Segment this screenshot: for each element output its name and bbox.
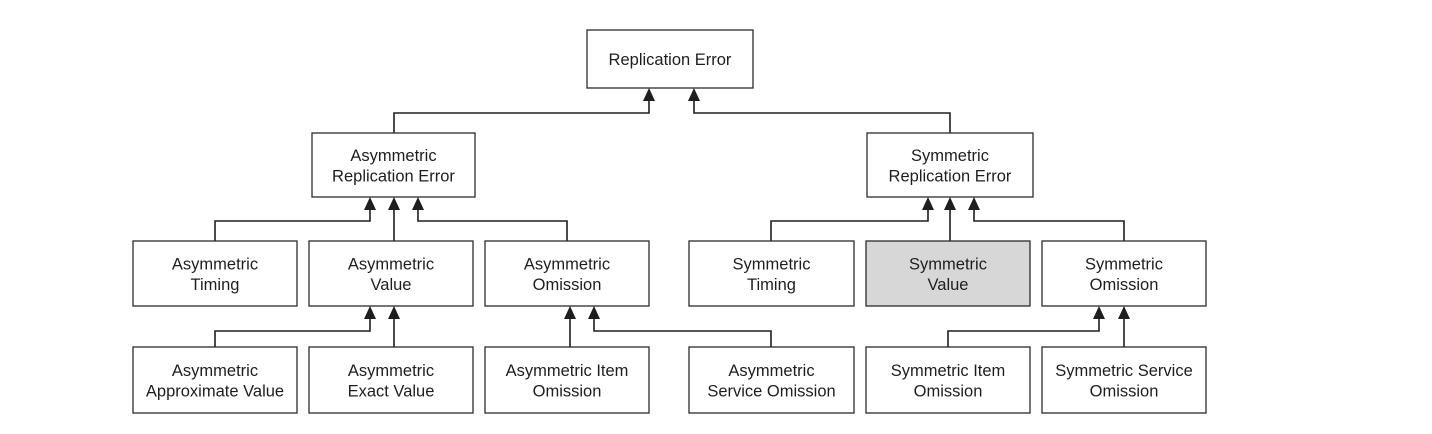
node-label-line: Symmetric Service [1055,362,1193,380]
arrowhead-icon [364,306,376,319]
arrowhead-icon [364,197,376,210]
node-label-line: Approximate Value [146,382,284,400]
node-box [308,240,474,307]
node-label-line: Omission [914,382,983,400]
node-label-line: Replication Error [609,51,732,69]
edge-line [214,319,371,347]
node-label-line: Asymmetric [172,255,258,273]
node-box [132,240,298,307]
edge-line [593,319,772,347]
arrowhead-icon [588,306,600,319]
node-label-line: Asymmetric [348,362,434,380]
node-label-line: Symmetric [909,255,987,273]
edge-asymmetric-omission-to-asymmetric-replication-error [412,197,568,241]
edge-line [417,210,568,241]
node-box [1041,346,1207,414]
edge-symmetric-omission-to-symmetric-replication-error [968,197,1125,241]
edge-asymmetric-item-omission-to-asymmetric-omission [564,306,576,347]
edge-line [947,319,1100,347]
node-box [484,346,650,414]
edge-line [973,210,1125,241]
node-box [688,346,855,414]
arrowhead-icon [1118,306,1130,319]
node-box [311,132,476,198]
node-label-line: Omission [533,276,602,294]
node-label-line: Symmetric [1085,255,1163,273]
arrowhead-icon [968,197,980,210]
node-box [484,240,650,307]
arrowhead-icon [388,197,400,210]
node-label-line: Asymmetric [172,362,258,380]
node-label-line: Service Omission [707,382,835,400]
arrowhead-icon [564,306,576,319]
node-label-line: Symmetric [911,147,989,165]
node-box [308,346,474,414]
edge-line [393,101,650,133]
edge-line [770,210,929,241]
edge-asymmetric-exact-value-to-asymmetric-value [388,306,400,347]
arrowhead-icon [1093,306,1105,319]
node-label-line: Timing [191,276,240,294]
arrowhead-icon [922,197,934,210]
edge-asymmetric-approximate-value-to-asymmetric-value [214,306,376,347]
edge-symmetric-timing-to-symmetric-replication-error [770,197,934,241]
arrowhead-icon [412,197,424,210]
edges-layer [214,88,1130,347]
node-box [132,346,298,414]
edge-asymmetric-timing-to-asymmetric-replication-error [214,197,376,241]
edge-symmetric-value-to-symmetric-replication-error [944,197,956,241]
edge-symmetric-service-omission-to-symmetric-omission [1118,306,1130,347]
node-label-line: Asymmetric [350,147,436,165]
node-label-line: Symmetric [733,255,811,273]
node-label-line: Omission [1090,276,1159,294]
node-label-line: Symmetric Item [891,362,1006,380]
edge-asymmetric-service-omission-to-asymmetric-omission [588,306,772,347]
node-label-line: Exact Value [348,382,435,400]
edge-line [693,101,951,133]
node-box [1041,240,1207,307]
node-box [866,132,1034,198]
node-box [865,346,1031,414]
node-label-line: Asymmetric [728,362,814,380]
node-label-line: Value [371,276,412,294]
node-box [586,29,754,89]
node-label-line: Replication Error [332,167,455,185]
node-replication-error: Replication Error [586,29,754,89]
node-label-line: Value [928,276,969,294]
arrowhead-icon [388,306,400,319]
edge-asymmetric-replication-error-to-replication-error [393,88,655,133]
arrowhead-icon [643,88,655,101]
node-box [688,240,855,307]
node-box [865,240,1031,307]
node-label-line: Omission [533,382,602,400]
node-label-line: Asymmetric Item [506,362,629,380]
arrowhead-icon [944,197,956,210]
edge-asymmetric-value-to-asymmetric-replication-error [388,197,400,241]
node-label-line: Replication Error [889,167,1012,185]
node-label-line: Asymmetric [524,255,610,273]
node-label-line: Asymmetric [348,255,434,273]
node-label-line: Omission [1090,382,1159,400]
arrowhead-icon [688,88,700,101]
edge-line [214,210,371,241]
edge-symmetric-replication-error-to-replication-error [688,88,951,133]
node-label-line: Timing [747,276,796,294]
edge-symmetric-item-omission-to-symmetric-omission [947,306,1105,347]
